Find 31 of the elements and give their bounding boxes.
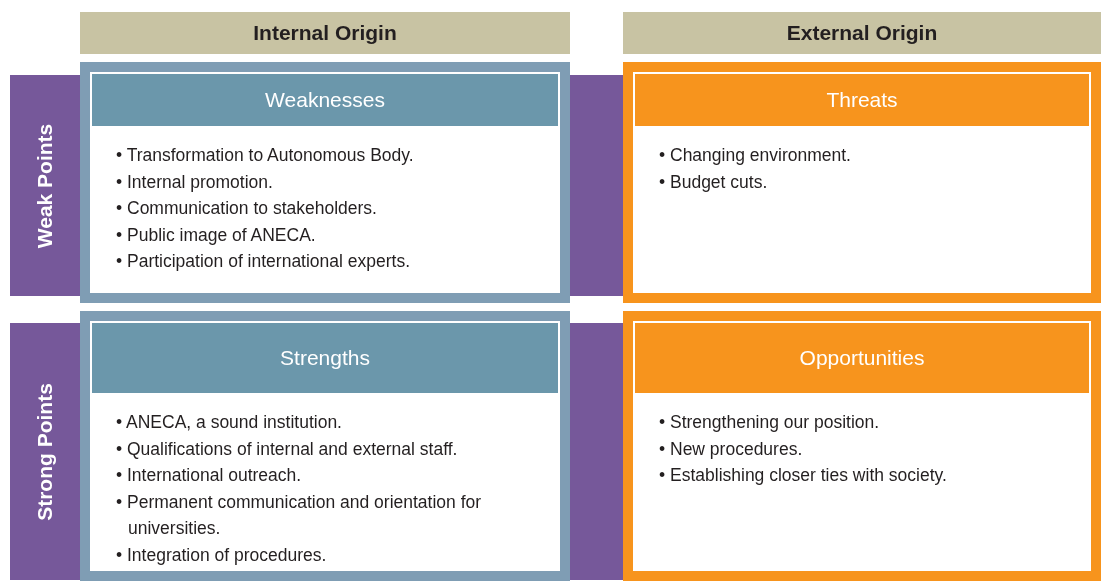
column-title: External Origin <box>786 21 938 45</box>
bullet-item: • Establishing closer ties with society. <box>659 464 948 487</box>
column-title: Internal Origin <box>253 21 397 45</box>
row-band <box>10 323 80 580</box>
quadrant-heading: Opportunities <box>633 321 1091 395</box>
row-title: Strong Points <box>33 382 57 521</box>
quadrant-panel <box>623 311 1101 581</box>
quadrant-heading: Threats <box>633 72 1091 128</box>
quadrant-heading: Strengths <box>90 321 560 395</box>
bullet-item: • New procedures. <box>659 437 804 461</box>
column-header <box>80 12 570 54</box>
row-band <box>10 75 80 296</box>
bullet-item: • Integration of procedures. <box>116 543 328 567</box>
bullet-item: • Public image of ANECA. <box>116 223 317 247</box>
column-header <box>623 12 1101 54</box>
row-title: Weak Points <box>33 123 57 248</box>
bullet-item: • Budget cuts. <box>659 170 769 194</box>
bullet-item: • Participation of international experts. <box>116 250 412 273</box>
quadrant-heading: Weaknesses <box>90 72 560 128</box>
quadrant-panel <box>623 62 1101 303</box>
bullet-item: • Permanent communication and orientation for universities. <box>116 490 483 540</box>
bullet-item: • Qualifications of internal and external staff. <box>116 437 459 461</box>
bullet-item: • International outreach. <box>116 464 303 487</box>
quadrant-panel <box>80 311 570 581</box>
bullet-item: • Strengthening our position. <box>659 411 881 434</box>
bullet-item: • Internal promotion. <box>116 170 274 194</box>
quadrant-panel <box>80 62 570 303</box>
bullet-item: • Transformation to Autonomous Body. <box>116 144 415 167</box>
bullet-item: • Communication to stakeholders. <box>116 197 378 220</box>
bullet-item: • Changing environment. <box>659 144 852 167</box>
bullet-item: • ANECA, a sound institution. <box>116 411 343 434</box>
